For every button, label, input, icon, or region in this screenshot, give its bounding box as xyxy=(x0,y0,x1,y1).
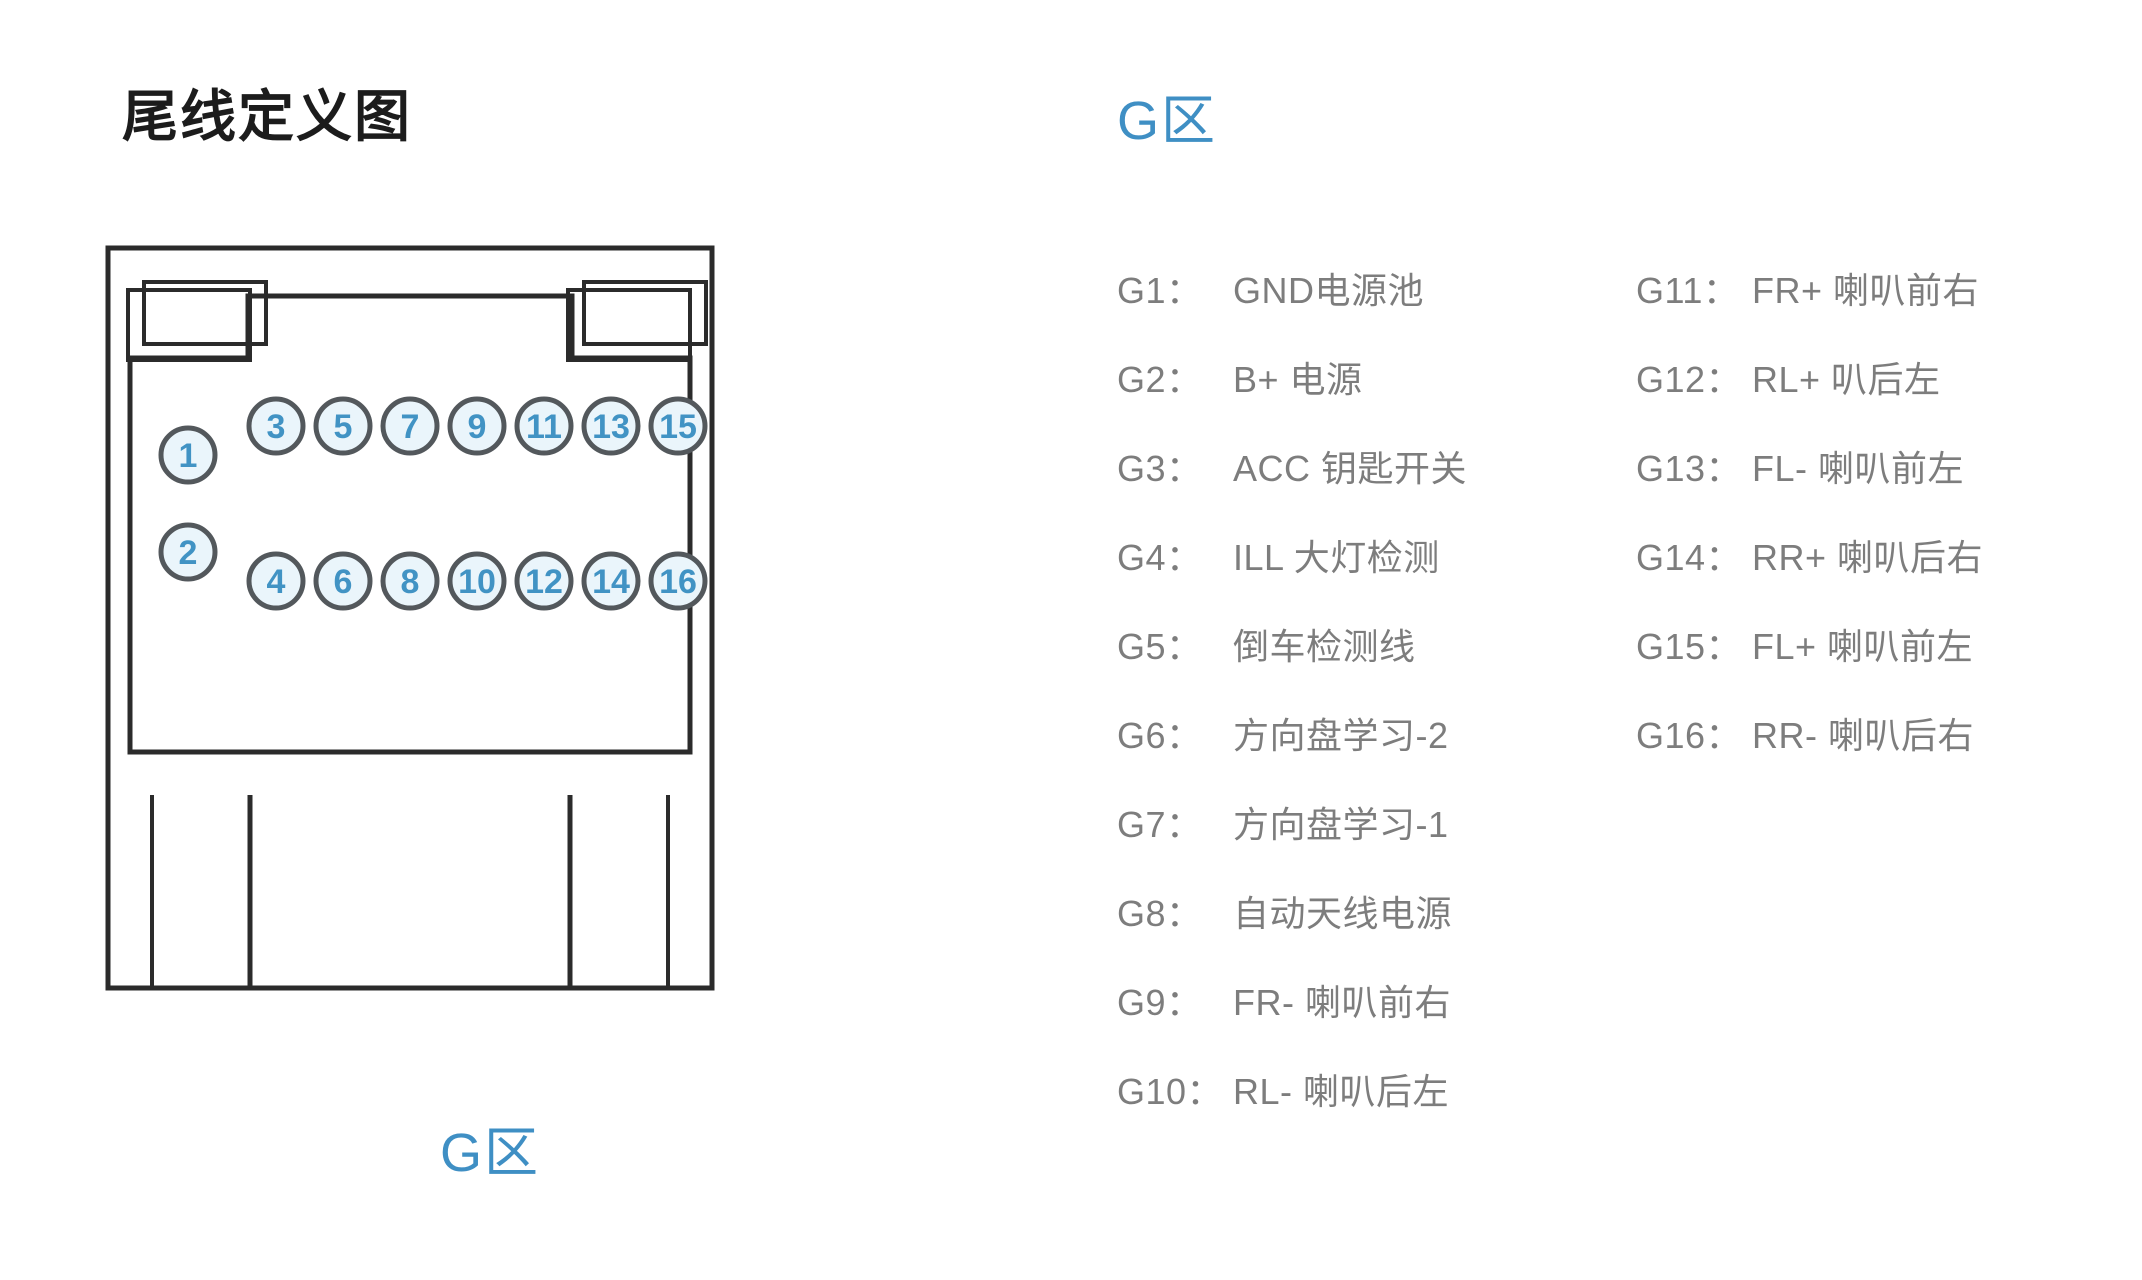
pin-key: G2： xyxy=(1117,359,1203,400)
pin-key: G6： xyxy=(1117,715,1203,756)
pin-3-label: 3 xyxy=(267,408,286,446)
pin-13: 13 xyxy=(581,396,641,456)
list-item: G12： RL+ 叭后左 xyxy=(1636,351,2136,440)
pin-10-label: 10 xyxy=(458,563,496,601)
pin-9-label: 9 xyxy=(468,408,487,446)
connector-illustration: 1 2 3 5 7 9 xyxy=(105,245,715,991)
list-item: G6： 方向盘学习-2 xyxy=(1117,707,1637,796)
pin-value: FR- 喇叭前右 xyxy=(1233,982,1451,1023)
pin-value: FL- 喇叭前左 xyxy=(1752,448,1965,489)
pin-3: 3 xyxy=(246,396,306,456)
list-item: G3： ACC 钥匙开关 xyxy=(1117,440,1637,529)
list-item: G5： 倒车检测线 xyxy=(1117,618,1637,707)
pin-value: ILL 大灯检测 xyxy=(1233,537,1440,578)
pin-value: B+ 电源 xyxy=(1233,359,1363,400)
pin-value: RL+ 叭后左 xyxy=(1752,359,1941,400)
pin-key: G13： xyxy=(1636,448,1743,489)
pin-6-label: 6 xyxy=(334,563,353,601)
pin-6: 6 xyxy=(313,551,373,611)
pin-11-label: 11 xyxy=(526,408,562,446)
pin-12: 12 xyxy=(514,551,574,611)
pin-list-left-column: G1： GND电源池 G2： B+ 电源 G3： ACC 钥匙开关 G4： IL… xyxy=(1117,262,1637,1152)
pin-15: 15 xyxy=(648,396,708,456)
pin-1-label: 1 xyxy=(179,437,198,475)
list-item: G13： FL- 喇叭前左 xyxy=(1636,440,2136,529)
pin-key: G7： xyxy=(1117,804,1203,845)
list-item: G1： GND电源池 xyxy=(1117,262,1637,351)
pin-key: G14： xyxy=(1636,537,1743,578)
list-item: G2： B+ 电源 xyxy=(1117,351,1637,440)
pin-8-label: 8 xyxy=(401,563,420,601)
pin-1: 1 xyxy=(158,425,218,485)
pin-11: 11 xyxy=(514,396,574,456)
pin-7-label: 7 xyxy=(401,408,420,446)
pin-16-label: 16 xyxy=(659,563,697,601)
list-item: G14： RR+ 喇叭后右 xyxy=(1636,529,2136,618)
pin-13-label: 13 xyxy=(592,408,630,446)
list-item: G10： RL- 喇叭后左 xyxy=(1117,1063,1637,1152)
pin-value: FR+ 喇叭前右 xyxy=(1752,270,1980,311)
pin-value: ACC 钥匙开关 xyxy=(1233,448,1468,489)
pin-4: 4 xyxy=(246,551,306,611)
pin-10: 10 xyxy=(447,551,507,611)
pin-key: G3： xyxy=(1117,448,1203,489)
page-title: 尾线定义图 xyxy=(122,85,412,148)
pin-row-even: 4 6 8 10 12 14 xyxy=(246,551,708,611)
diagram-panel: 尾线定义图 1 2 xyxy=(105,85,715,1183)
list-item: G8： 自动天线电源 xyxy=(1117,885,1637,974)
pin-2: 2 xyxy=(158,522,218,582)
list-item: G11： FR+ 喇叭前右 xyxy=(1636,262,2136,351)
pin-key: G9： xyxy=(1117,982,1203,1023)
pin-key: G5： xyxy=(1117,626,1203,667)
pin-5-label: 5 xyxy=(334,408,353,446)
list-item: G9： FR- 喇叭前右 xyxy=(1117,974,1637,1063)
pin-definition-panel: G区 G1： GND电源池 G2： B+ 电源 G3： ACC 钥匙开关 G4：… xyxy=(1090,0,2142,1280)
pin-value: 自动天线电源 xyxy=(1233,893,1453,934)
pin-14-label: 14 xyxy=(592,563,630,601)
pin-15-label: 15 xyxy=(659,408,697,446)
pin-row-odd: 3 5 7 9 11 13 xyxy=(246,396,708,456)
pin-9: 9 xyxy=(447,396,507,456)
pin-2-label: 2 xyxy=(179,534,198,572)
pin-key: G16： xyxy=(1636,715,1743,756)
pin-7: 7 xyxy=(380,396,440,456)
list-item: G16： RR- 喇叭后右 xyxy=(1636,707,2136,796)
pin-key: G15： xyxy=(1636,626,1743,667)
pin-value: FL+ 喇叭前左 xyxy=(1752,626,1974,667)
pin-list-right-column: G11： FR+ 喇叭前右 G12： RL+ 叭后左 G13： FL- 喇叭前左… xyxy=(1636,262,2136,796)
pin-value: 方向盘学习-2 xyxy=(1233,715,1449,756)
pin-key: G12： xyxy=(1636,359,1743,400)
connector-zone-caption: G区 xyxy=(440,1123,541,1183)
pin-4-label: 4 xyxy=(267,563,286,601)
list-item: G7： 方向盘学习-1 xyxy=(1117,796,1637,885)
pin-key: G4： xyxy=(1117,537,1203,578)
pin-key: G10： xyxy=(1117,1071,1224,1112)
pin-value: RL- 喇叭后左 xyxy=(1233,1071,1450,1112)
list-item: G4： ILL 大灯检测 xyxy=(1117,529,1637,618)
pin-8: 8 xyxy=(380,551,440,611)
pin-value: RR+ 喇叭后右 xyxy=(1752,537,1984,578)
pin-14: 14 xyxy=(581,551,641,611)
pin-16: 16 xyxy=(648,551,708,611)
list-item: G15： FL+ 喇叭前左 xyxy=(1636,618,2136,707)
pin-value: 倒车检测线 xyxy=(1233,626,1416,667)
pin-key: G1： xyxy=(1117,270,1203,311)
pin-value: 方向盘学习-1 xyxy=(1233,804,1449,845)
pin-key: G8： xyxy=(1117,893,1203,934)
zone-title: G区 xyxy=(1117,91,1218,151)
pin-value: RR- 喇叭后右 xyxy=(1752,715,1974,756)
pin-5: 5 xyxy=(313,396,373,456)
pin-value: GND电源池 xyxy=(1233,270,1424,311)
pin-key: G11： xyxy=(1636,270,1740,311)
pin-12-label: 12 xyxy=(525,563,563,601)
